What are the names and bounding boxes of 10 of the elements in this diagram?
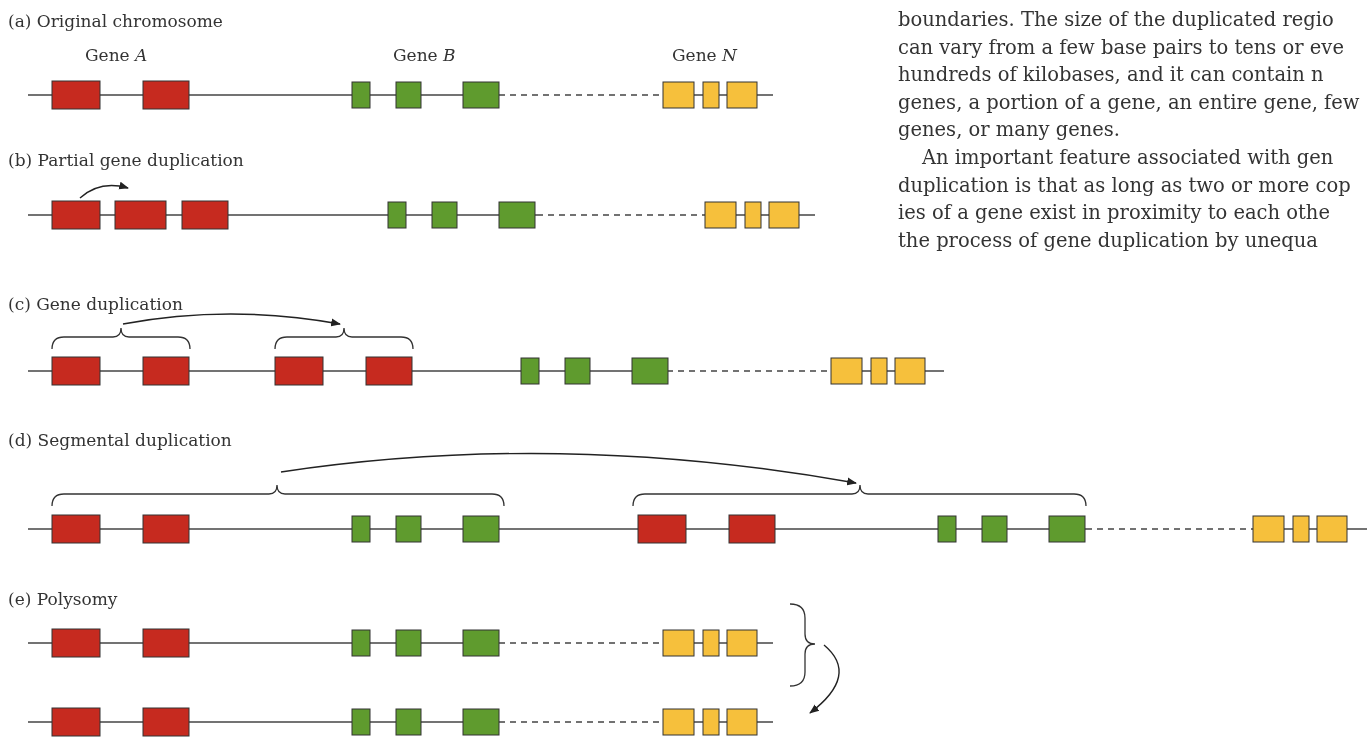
section-title: (c) Gene duplication [8, 294, 183, 314]
gene-label: Gene N [672, 45, 737, 65]
section-title: (a) Original chromosome [8, 11, 223, 31]
gene-label: Gene A [85, 45, 148, 65]
body-text: boundaries. The size of the duplicated regio can vary from a few base pairs to tens or eve hundreds of kilobases, and it can contain n genes, a portion of a gene, an entire gene, few genes, or many genes. [898, 7, 1361, 143]
section-title: (b) Partial gene duplication [8, 150, 244, 170]
section-title: (e) Polysomy [8, 589, 118, 609]
section-title: (d) Segmental duplication [8, 430, 232, 450]
gene-label: Gene B [393, 45, 456, 65]
body-text: An important feature associated with gen duplication is that as long as two or more cop ies of a gene exist in proximity to each othe the process of gene duplication by unequa [898, 145, 1352, 254]
